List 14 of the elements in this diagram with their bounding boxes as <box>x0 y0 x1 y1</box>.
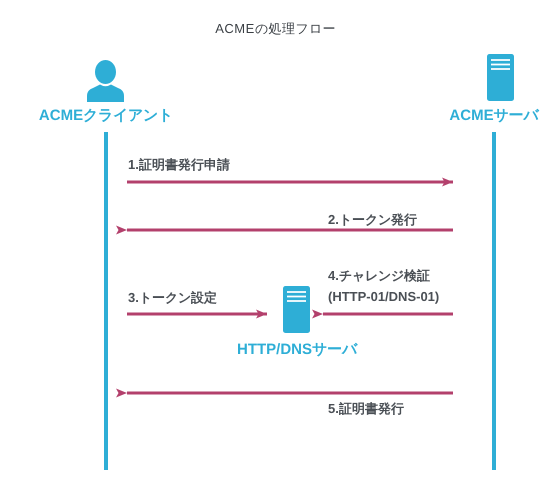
arrow <box>127 310 267 318</box>
edge-label: 1.証明書発行申請 <box>128 157 230 173</box>
participant-label: ACMEサーバ <box>449 107 539 125</box>
arrow <box>127 178 453 186</box>
diagram-title: ACMEの処理フロー <box>215 21 336 36</box>
arrow <box>116 388 453 398</box>
edge-label: 4.チャレンジ検証 (HTTP-01/DNS-01) <box>328 267 440 306</box>
edge-label: 3.トークン設定 <box>128 290 217 306</box>
arrow <box>116 226 453 234</box>
participant-label: ACMEクライアント <box>38 107 174 125</box>
edge-label: 5.証明書発行 <box>328 401 404 417</box>
server-label: HTTP/DNSサーバ <box>237 341 357 359</box>
arrow <box>312 310 453 318</box>
edge-label: 2.トークン発行 <box>328 212 417 228</box>
